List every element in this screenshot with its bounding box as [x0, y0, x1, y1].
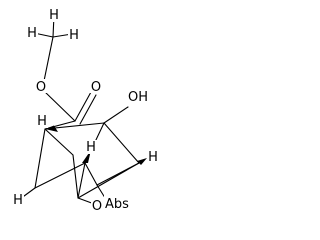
methyl-h-left-label: H	[27, 26, 37, 41]
bond-c3-c7	[72, 154, 79, 199]
methyl-h-top-label: H	[49, 8, 59, 23]
bonds	[19, 14, 140, 206]
bond-ester-o-carbonyl-c	[43, 90, 76, 122]
carbonyl-oxygen-label: O	[91, 80, 101, 95]
molecule-structure: H H H O O OH H H H H O Abs	[12, 8, 159, 214]
bond-c2-oh	[103, 106, 129, 124]
bond-c2-c4	[103, 122, 140, 164]
bond-carbonyl-c-o	[74, 91, 92, 122]
atom-label-masks	[12, 8, 159, 213]
atom-labels: H H H O O OH H H H H O Abs	[13, 8, 158, 214]
abs-stereo-label: Abs	[105, 197, 129, 212]
wedge-h-upper-left	[45, 125, 58, 132]
bond-methyl-ester-o	[43, 36, 54, 82]
bridge-oxygen-label: O	[92, 199, 102, 214]
bond-c1-c3	[44, 128, 74, 156]
methyl-h-right-label: H	[69, 28, 79, 43]
bond-c6-c8	[84, 162, 98, 186]
hydroxyl-label: OH	[128, 90, 148, 105]
h-lower-left-label: H	[13, 193, 23, 208]
h-center-label: H	[86, 140, 96, 155]
h-right-label: H	[148, 150, 158, 165]
h-upper-left-label: H	[37, 114, 47, 129]
bond-c4-c8	[96, 162, 140, 186]
bond-carbonyl-c-o-double	[79, 94, 97, 125]
wedge-h-right	[137, 158, 147, 165]
bond-c1-c5	[34, 128, 46, 189]
ester-oxygen-label: O	[36, 80, 46, 95]
bond-c6-c7	[77, 162, 86, 199]
bond-c5-c6	[34, 162, 86, 189]
